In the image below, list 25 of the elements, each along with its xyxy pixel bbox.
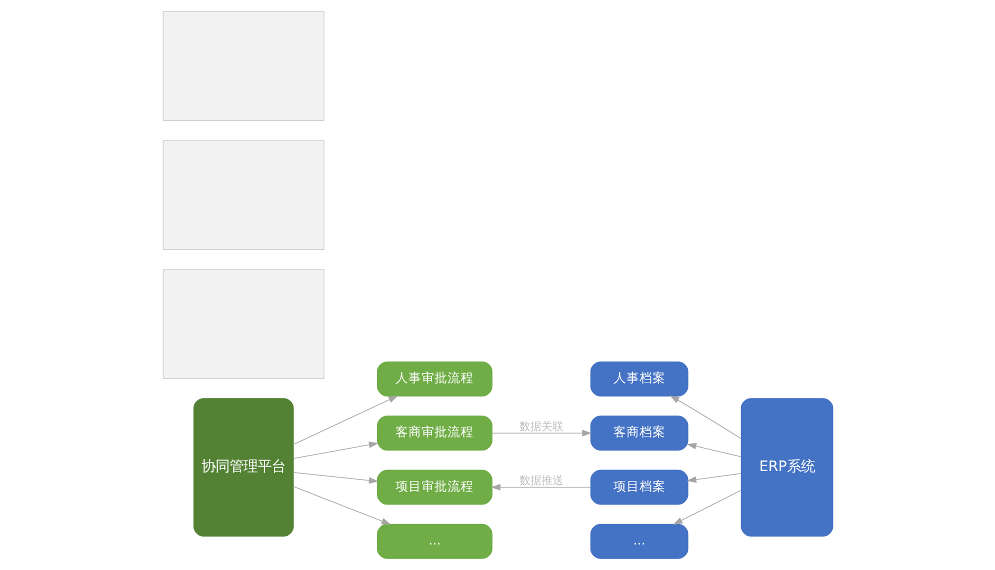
arrow	[490, 484, 590, 491]
arrow	[292, 442, 378, 459]
node-box	[162, 269, 324, 379]
arrow	[669, 396, 742, 440]
node-box	[162, 140, 324, 250]
arrow	[292, 472, 378, 484]
node-box: 客商审批流程	[376, 416, 492, 451]
arrow	[292, 396, 398, 445]
edge-label: 数据推送	[518, 474, 563, 488]
arrow	[672, 490, 742, 525]
arrow	[292, 486, 391, 525]
arrow	[491, 430, 592, 436]
arrow	[686, 442, 741, 458]
edge-label: 数据关联	[518, 420, 563, 434]
node-box: 协同管理平台	[192, 398, 294, 537]
node-box: 客商档案	[590, 416, 688, 451]
node-box: 项目审批流程	[376, 470, 492, 505]
node-box: 项目档案	[590, 470, 688, 505]
node-box: ERP系统	[740, 398, 833, 537]
node-box: 人事档案	[590, 361, 688, 396]
node-box: ...	[376, 524, 492, 559]
node-box: 人事审批流程	[376, 361, 492, 396]
node-box	[162, 11, 324, 121]
node-box: ...	[590, 524, 688, 559]
arrow	[686, 473, 741, 483]
